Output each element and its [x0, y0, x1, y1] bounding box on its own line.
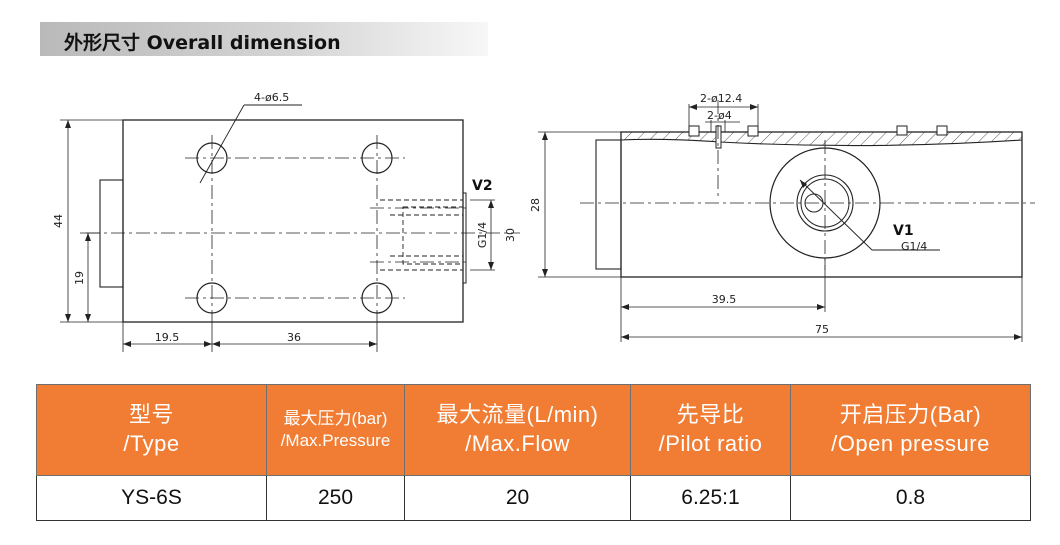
v1-thread-label: G1/4	[901, 240, 927, 253]
right-body-outline	[620, 131, 1023, 278]
cell-max-pressure: 250	[266, 475, 405, 521]
cell-pilot-ratio: 6.25:1	[630, 475, 791, 521]
cell-open-pressure: 0.8	[790, 475, 1031, 521]
section-title: 外形尺寸 Overall dimension	[64, 32, 341, 54]
callout-inner: 2-ø4	[707, 109, 732, 122]
right-view	[538, 100, 1035, 342]
table-header-row: 型号 /Type 最大压力(bar) /Max.Pressure 最大流量(L/…	[36, 384, 1031, 476]
callout-outer: 2-ø12.4	[700, 92, 742, 105]
header-type: 型号 /Type	[36, 384, 267, 476]
mount-hole	[361, 142, 393, 174]
header-max-pressure: 最大压力(bar) /Max.Pressure	[266, 384, 405, 476]
left-view-labels: 4-ø6.5 V2 G1/4 44 19 30 19.5 36	[52, 91, 517, 344]
dimension-drawing: 4-ø6.5 V2 G1/4 44 19 30 19.5 36	[52, 91, 1035, 352]
right-view-labels: 2-ø12.4 2-ø4 V1 G1/4 28 39.5 75	[529, 92, 927, 336]
mount-hole	[196, 282, 228, 314]
header-max-flow: 最大流量(L/min) /Max.Flow	[404, 384, 631, 476]
cell-type: YS-6S	[36, 475, 267, 521]
dim-span-30: 30	[504, 228, 517, 242]
dim-39-5: 39.5	[712, 293, 737, 306]
left-view	[60, 104, 520, 352]
cell-max-flow: 20	[404, 475, 631, 521]
dim-bottom-19-5: 19.5	[155, 331, 180, 344]
dim-height-28: 28	[529, 198, 542, 212]
mount-hole	[196, 142, 228, 174]
left-body-outline	[122, 119, 464, 323]
port-thread-label: G1/4	[476, 222, 489, 248]
spec-table: 型号 /Type 最大压力(bar) /Max.Pressure 最大流量(L/…	[36, 384, 1031, 521]
dim-75: 75	[815, 323, 829, 336]
dim-bottom-36: 36	[287, 331, 301, 344]
v1-port-label: V1	[893, 223, 914, 239]
dim-height-44: 44	[52, 214, 65, 228]
dim-height-19: 19	[73, 271, 86, 285]
left-side-boss	[99, 179, 124, 288]
hole-callout: 4-ø6.5	[254, 91, 289, 104]
header-pilot-ratio: 先导比 /Pilot ratio	[630, 384, 791, 476]
table-row: YS-6S 250 20 6.25:1 0.8	[36, 475, 1031, 521]
mount-hole	[361, 282, 393, 314]
left-right-tab	[462, 192, 467, 284]
header-open-pressure: 开启压力(Bar) /Open pressure	[790, 384, 1031, 476]
v2-port-label: V2	[472, 178, 493, 194]
right-side-boss	[595, 139, 622, 270]
section-header: 外形尺寸 Overall dimension	[40, 22, 488, 56]
